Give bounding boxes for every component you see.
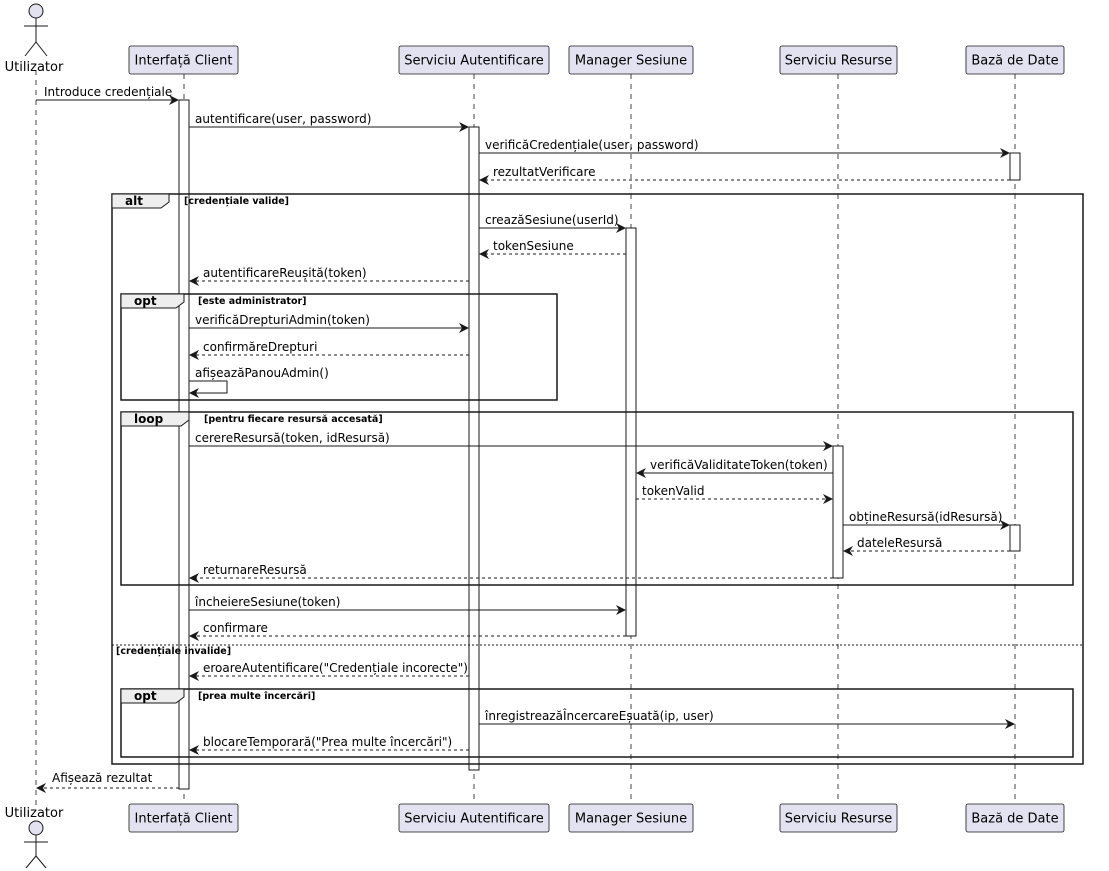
message-label: autentificareReușită(token): [203, 266, 367, 280]
message-label: Afișează rezultat: [52, 771, 153, 785]
actor-utilizator-top: [24, 3, 48, 57]
actor-head-icon: [28, 3, 44, 19]
participant-label: Bază de Date: [971, 54, 1058, 69]
message-label: înregistreazăÎncercareEșuată(ip, user): [484, 708, 714, 723]
message-label: verificăDrepturiAdmin(token): [195, 313, 370, 327]
message-label: confirmare: [203, 621, 268, 635]
participant-auth: Serviciu Autentificare: [398, 45, 550, 75]
message-label: creazăSesiune(userId): [485, 213, 619, 227]
message-label: eroareAutentificare("Credențiale incorec…: [203, 661, 468, 675]
actor-utilizator-bottom: [24, 820, 48, 869]
participant-auth-bottom: Serviciu Autentificare: [398, 803, 550, 833]
message-label: confirmăreDrepturi: [203, 340, 317, 354]
participant-label: Interfață Client: [135, 54, 233, 69]
fragment-alt: alt [credențiale valide] [credențiale in…: [111, 193, 1084, 765]
message-label: blocareTemporară("Prea multe încercări"): [203, 735, 452, 749]
participant-client-bottom: Interfață Client: [128, 803, 239, 833]
message-label: tokenValid: [642, 484, 704, 498]
message-labels: Introduce credențiale autentificare(user…: [44, 85, 1002, 785]
participants-bottom: Interfață Client Serviciu Autentificare …: [128, 803, 1065, 833]
participant-label: Manager Sesiune: [575, 812, 687, 827]
actor-head-icon: [28, 820, 44, 836]
message-label: cerereResursă(token, idResursă): [195, 431, 390, 445]
activation-bars: [178, 99, 1021, 790]
fragment-loop-condition: [pentru fiecare resursă accesată]: [204, 414, 383, 425]
participant-db-bottom: Bază de Date: [965, 803, 1065, 833]
fragment-opt-admin-keyword: opt: [134, 294, 157, 308]
message-label: autentificare(user, password): [195, 112, 371, 126]
participant-label: Bază de Date: [971, 812, 1058, 827]
actor-label-bottom: Utilizator: [5, 806, 64, 821]
participant-db: Bază de Date: [965, 45, 1065, 75]
participant-client: Interfață Client: [128, 45, 239, 75]
participant-label: Interfață Client: [135, 812, 233, 827]
fragment-alt-keyword: alt: [125, 194, 143, 208]
activation-client: [178, 99, 190, 790]
message-label: încheiereSesiune(token): [194, 595, 340, 609]
fragment-alt-else-condition: [credențiale invalide]: [116, 646, 231, 657]
participant-res-bottom: Serviciu Resurse: [779, 803, 898, 833]
activation-session: [625, 227, 637, 637]
message-label: returnareResursă: [203, 563, 307, 577]
stick-figure-icon: [24, 18, 48, 57]
participant-label: Serviciu Autentificare: [404, 54, 544, 69]
fragment-alt-condition: [credențiale valide]: [184, 196, 289, 207]
message-label: tokenSesiune: [493, 239, 574, 253]
participant-label: Serviciu Autentificare: [404, 812, 544, 827]
fragment-loop: loop [pentru fiecare resursă accesată]: [120, 411, 1074, 586]
messages: [36, 95, 1015, 793]
message-self-arrow: [189, 380, 228, 398]
fragment-opt-tries-keyword: opt: [134, 689, 157, 703]
participants-top: Interfață Client Serviciu Autentificare …: [128, 45, 1065, 75]
message-label: obțineResursă(idResursă): [849, 510, 1002, 524]
message-label: verificăCredențiale(user, password): [485, 138, 699, 152]
message-label: verificăValiditateToken(token): [650, 458, 828, 472]
fragment-opt-admin-condition: [este administrator]: [198, 296, 307, 307]
message-label: dateleResursă: [857, 536, 942, 550]
fragment-loop-keyword: loop: [134, 412, 164, 426]
participant-label: Serviciu Resurse: [785, 54, 893, 69]
fragment-opt-tries: opt [prea multe încercări]: [120, 688, 1074, 758]
activation-auth: [468, 126, 480, 771]
stick-figure-icon: [24, 835, 48, 869]
participant-session-bottom: Manager Sesiune: [568, 803, 694, 833]
participant-label: Manager Sesiune: [575, 54, 687, 69]
message-label: afișeazăPanouAdmin(): [195, 366, 329, 380]
fragment-opt-tries-condition: [prea multe încercări]: [198, 691, 315, 702]
activation-res: [832, 445, 844, 579]
activation-db-1: [1009, 152, 1021, 181]
activation-db-2: [1009, 524, 1021, 552]
message-label: Introduce credențiale: [44, 85, 172, 99]
participant-label: Serviciu Resurse: [785, 812, 893, 827]
fragment-opt-admin: opt [este administrator]: [120, 293, 558, 401]
actor-label: Utilizator: [5, 60, 64, 75]
message-label: rezultatVerificare: [493, 165, 596, 179]
participant-res: Serviciu Resurse: [779, 45, 898, 75]
participant-session: Manager Sesiune: [568, 45, 694, 75]
